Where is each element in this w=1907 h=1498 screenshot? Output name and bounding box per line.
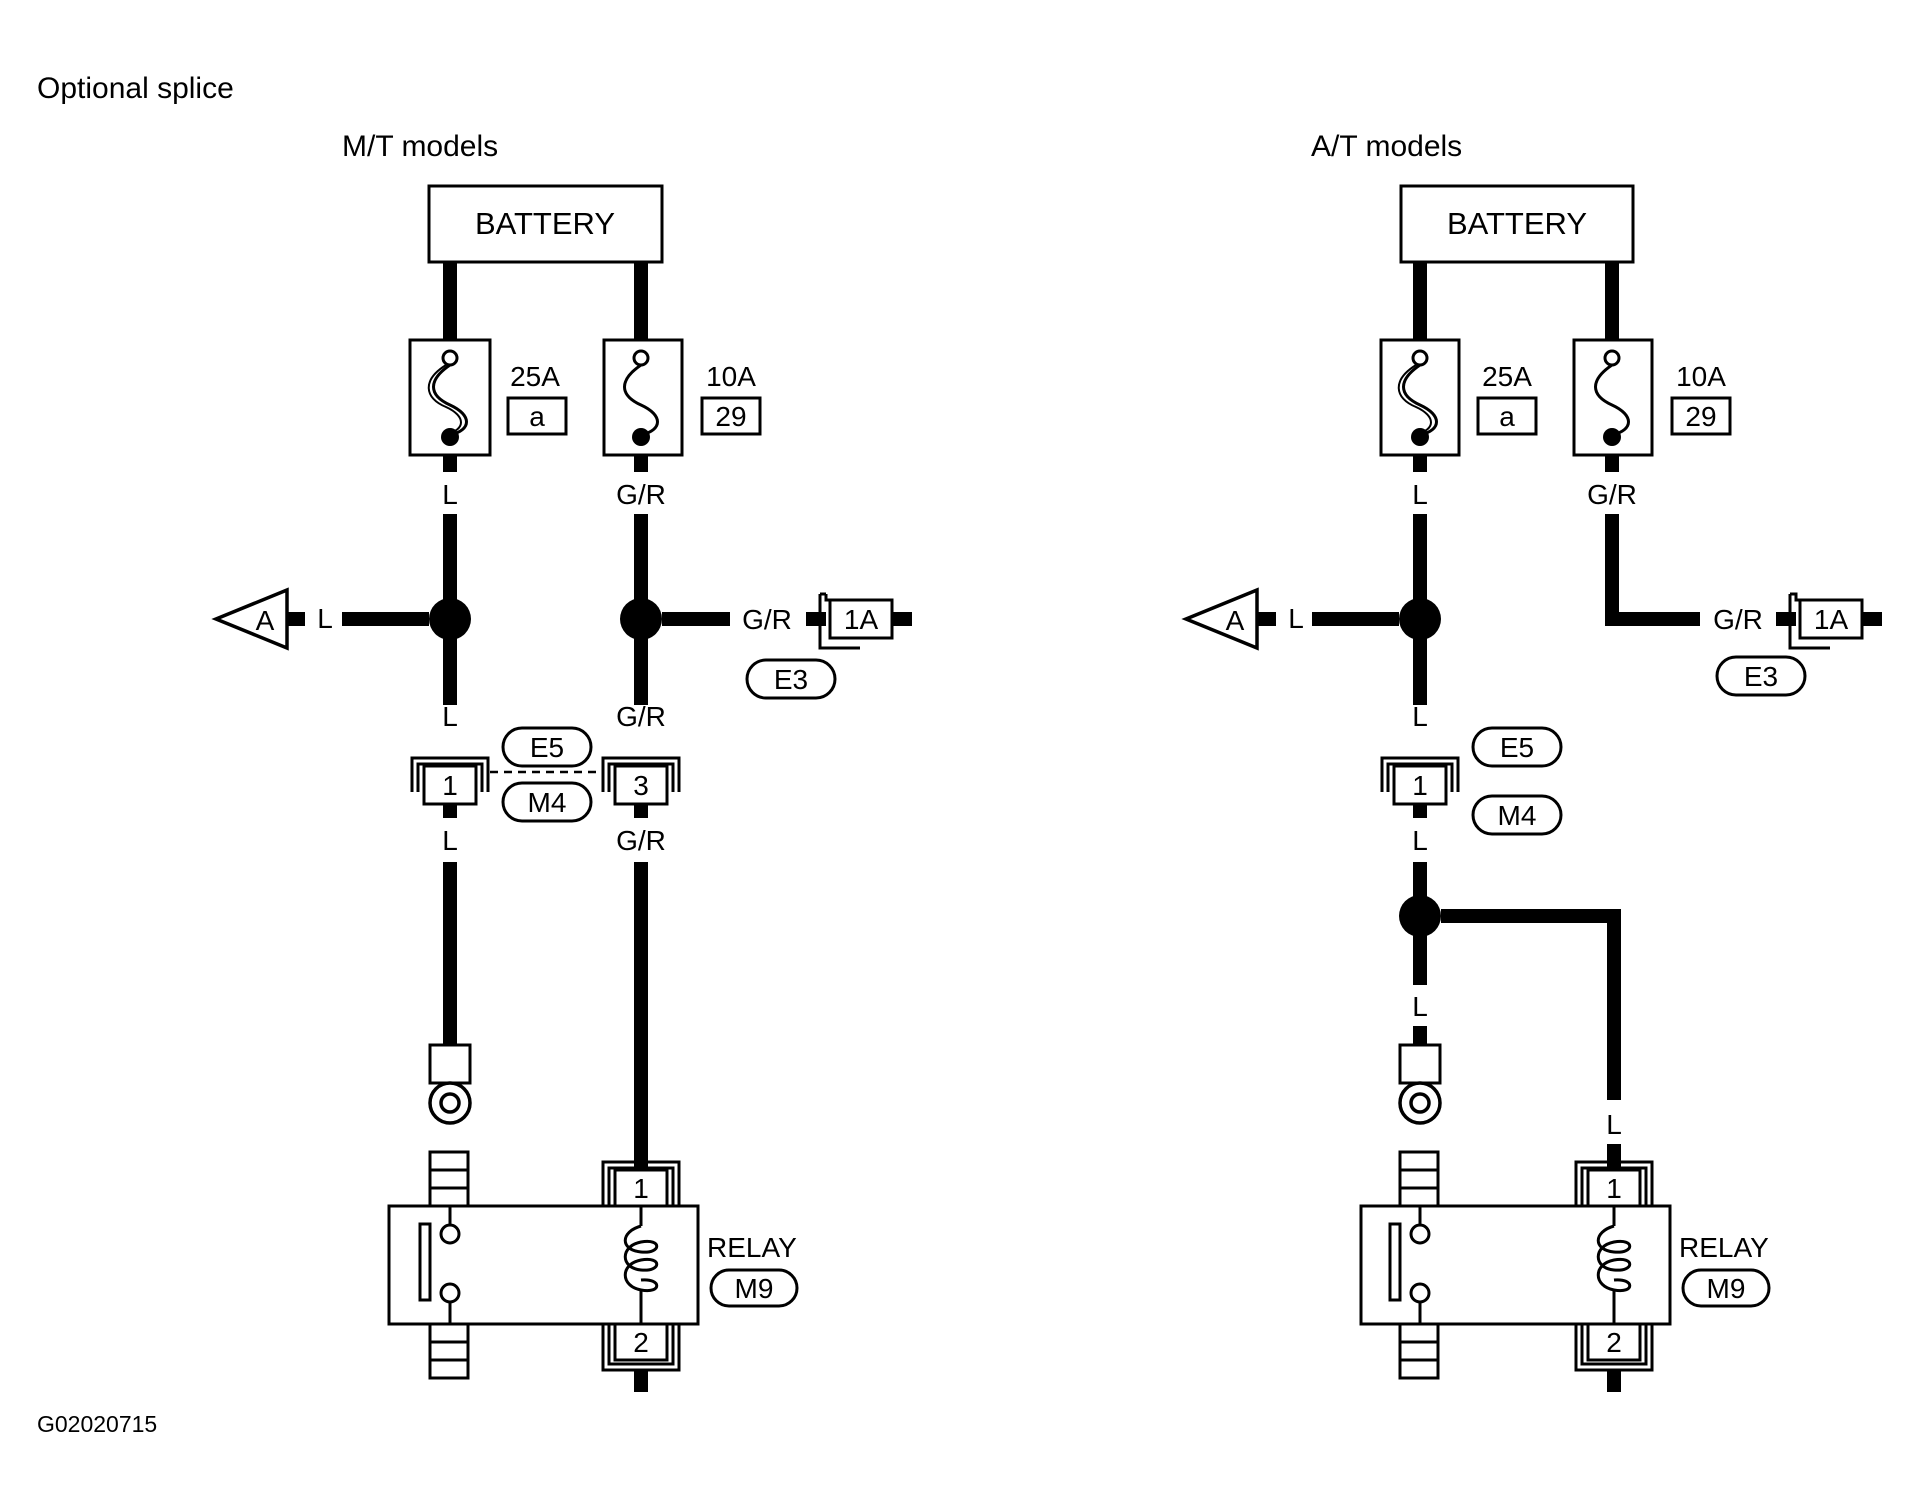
splice-dot-icon bbox=[1399, 598, 1441, 640]
connector-badge-label: E3 bbox=[774, 664, 808, 695]
relay-pin-label: 2 bbox=[633, 1327, 649, 1358]
fuse-id-box bbox=[1670, 396, 1732, 436]
arrow-label: A bbox=[256, 605, 275, 636]
terminal-label: 1 bbox=[442, 770, 458, 801]
connector-badge-label: E5 bbox=[530, 732, 564, 763]
connector-label: 1A bbox=[1814, 604, 1849, 635]
relay-icon: 1 2 bbox=[1359, 1150, 1672, 1380]
connector-1a: 1A bbox=[1788, 592, 1864, 650]
relay-id: M9 bbox=[735, 1273, 774, 1304]
wire-label: L bbox=[442, 825, 458, 856]
wire-label: G/R bbox=[1713, 604, 1763, 635]
fuse-id: 29 bbox=[715, 401, 746, 432]
fuse-rating: 25A bbox=[510, 361, 560, 392]
wire-label: L bbox=[442, 701, 458, 732]
panel-title: M/T models bbox=[342, 130, 498, 163]
battery-label: BATTERY bbox=[1447, 206, 1587, 241]
wire-label: L bbox=[1412, 825, 1428, 856]
connector-badge bbox=[1471, 726, 1563, 768]
connector-1a: 1A bbox=[818, 592, 894, 650]
connector-badge-label: M4 bbox=[1498, 800, 1537, 831]
fuse-icon bbox=[408, 338, 492, 457]
wire-label: G/R bbox=[742, 604, 792, 635]
fuse-id-box bbox=[700, 396, 762, 436]
fuse-rating: 10A bbox=[706, 361, 756, 392]
wire-label: G/R bbox=[616, 479, 666, 510]
battery-label: BATTERY bbox=[475, 206, 615, 241]
connector-label: 1A bbox=[844, 604, 879, 635]
connector-badge bbox=[501, 781, 593, 823]
splice-dot-icon bbox=[429, 598, 471, 640]
panel-title: A/T models bbox=[1311, 130, 1462, 163]
relay-badge bbox=[709, 1268, 799, 1308]
wire-segment bbox=[1441, 909, 1621, 1100]
splice-dot-icon bbox=[1399, 895, 1441, 937]
connector-badge-label: M4 bbox=[528, 787, 567, 818]
wire-label: L bbox=[1412, 479, 1428, 510]
figure-code: G02020715 bbox=[37, 1411, 157, 1437]
relay-pin-label: 1 bbox=[633, 1173, 649, 1204]
fuse-icon bbox=[1572, 338, 1654, 457]
connector-badge-label: E3 bbox=[1744, 661, 1778, 692]
connector-terminal: 3 bbox=[601, 756, 681, 806]
ground-icon bbox=[428, 1043, 472, 1125]
fuse-id: a bbox=[529, 401, 545, 432]
wire-label: G/R bbox=[1587, 479, 1637, 510]
terminal-label: 3 bbox=[633, 770, 649, 801]
relay-label: RELAY bbox=[707, 1232, 797, 1263]
terminal-label: 1 bbox=[1412, 770, 1428, 801]
panel-mt-models: M/T models BATTERY 25A a 10A 29 bbox=[211, 130, 912, 1392]
fuse-id-box bbox=[1476, 396, 1538, 436]
wire-label: L bbox=[1412, 991, 1428, 1022]
connector-badge-label: E5 bbox=[1500, 732, 1534, 763]
battery-box: BATTERY bbox=[427, 184, 664, 264]
fuse-id: a bbox=[1499, 401, 1515, 432]
wire-label: L bbox=[1606, 1109, 1622, 1140]
relay-id: M9 bbox=[1707, 1273, 1746, 1304]
connector-badge bbox=[501, 726, 593, 768]
arrow-label: A bbox=[1226, 605, 1245, 636]
wire-label: L bbox=[317, 603, 333, 634]
relay-pin-label: 1 bbox=[1606, 1173, 1622, 1204]
connector-badge bbox=[745, 658, 837, 700]
fuse-rating: 10A bbox=[1676, 361, 1726, 392]
relay-pin-label: 2 bbox=[1606, 1327, 1622, 1358]
off-page-arrow-icon: A bbox=[211, 587, 289, 651]
page-title: Optional splice bbox=[37, 72, 234, 105]
fuse-id: 29 bbox=[1685, 401, 1716, 432]
relay-label: RELAY bbox=[1679, 1232, 1769, 1263]
fuse-icon bbox=[602, 338, 684, 457]
relay-icon: 1 2 bbox=[387, 1150, 700, 1380]
splice-dot-icon bbox=[620, 598, 662, 640]
wire-label: L bbox=[1288, 603, 1304, 634]
fuse-id-box bbox=[506, 396, 568, 436]
wire-segment bbox=[1605, 514, 1700, 626]
connector-terminal: 1 bbox=[1380, 756, 1460, 806]
wire-label: L bbox=[442, 479, 458, 510]
fuse-rating: 25A bbox=[1482, 361, 1532, 392]
fuse-icon bbox=[1379, 338, 1461, 457]
wire-label: G/R bbox=[616, 825, 666, 856]
connector-badge bbox=[1715, 655, 1807, 697]
connector-terminal: 1 bbox=[410, 756, 490, 806]
battery-box: BATTERY bbox=[1399, 184, 1635, 264]
off-page-arrow-icon: A bbox=[1181, 587, 1259, 651]
panel-at-models: A/T models BATTERY 25A a 10A 29 bbox=[1181, 130, 1882, 1392]
wire-label: G/R bbox=[616, 701, 666, 732]
relay-badge bbox=[1681, 1268, 1771, 1308]
wire-label: L bbox=[1412, 701, 1428, 732]
connector-badge bbox=[1471, 794, 1563, 836]
ground-icon bbox=[1398, 1043, 1442, 1125]
